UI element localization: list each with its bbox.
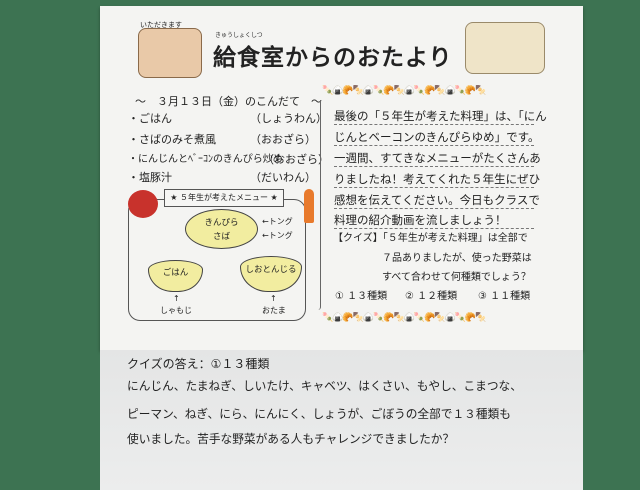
quiz-option: ① １３種類 xyxy=(335,291,388,302)
bowl-label: さば xyxy=(212,232,230,242)
menu-item: ・ごはん xyxy=(128,112,172,125)
answer-line: にんじん、たまねぎ、しいたけ、キャベツ、はくさい、もやし、こまつな、 xyxy=(127,379,522,393)
message-line: 料理の紹介動画を流しましょう！ xyxy=(334,212,534,229)
answer-sheet xyxy=(100,350,583,490)
answer-heading: クイズの答え：①１３種類 xyxy=(127,357,270,371)
menu-heading: ～ ３月１３日（金）のこんだて ～ xyxy=(135,95,322,108)
big-bowl: きんぴら さば xyxy=(185,209,258,249)
carrot-icon xyxy=(304,189,314,223)
quiz-line: すべて合わせて何種類でしょう？ xyxy=(382,272,531,283)
arrow-up-icon: ↑ xyxy=(173,294,180,303)
message-line: 感想を伝えてください。今日もクラスで xyxy=(334,193,540,209)
answer-line: ピーマン、ねぎ、にら、にんにく、しょうが、ごぼうの全部で１３種類も xyxy=(127,407,511,421)
food-border-decoration: 🍡🍙🥐🍢🍙🍡🥐🍢🍙🍡🥐🍢🍙🍡🥐🍢 xyxy=(322,313,486,323)
cooks-illustration xyxy=(465,22,545,74)
greeting-text: いただきます xyxy=(140,21,182,29)
quiz-line: ７品ありましたが、使った野菜は xyxy=(382,253,532,264)
message-line: りましたね！考えてくれた５年生にぜひ xyxy=(334,172,541,188)
menu-item: ・塩豚汁 xyxy=(128,171,172,184)
menu-dish: （おおざら） xyxy=(250,133,316,146)
message-line: 最後の「５年生が考えた料理」は、「にん xyxy=(334,109,547,125)
kids-eating-illustration xyxy=(138,28,202,78)
bowl-label: しおとんじる xyxy=(245,265,297,275)
tong-label: ←トング xyxy=(262,231,293,240)
menu-dish: （しょうわん） xyxy=(250,112,327,125)
message-line: じんとベーコンのきんぴらゆめ」です。 xyxy=(334,130,540,146)
answer-line: 使いました。苦手な野菜がある人もチャレンジできましたか？ xyxy=(127,432,455,446)
bowl-label: きんぴら xyxy=(204,218,239,228)
bowl-label: ごはん xyxy=(162,268,189,278)
page-title: 給食室からのおたより xyxy=(213,45,453,71)
quiz-option: ② １２種類 xyxy=(405,291,458,302)
tomato-icon xyxy=(128,190,158,218)
quiz-line: 【クイズ】「５年生が考えた料理」は全部で xyxy=(333,233,528,244)
menu-dish: （おおざら） xyxy=(263,153,329,166)
tong-label: ←トング xyxy=(262,217,293,226)
tool-label: しゃもじ xyxy=(160,306,192,315)
tool-label: おたま xyxy=(262,306,286,315)
right-panel-border xyxy=(318,100,321,310)
food-border-decoration: 🍡🍙🥐🍢🍙🍡🥐🍢🍙🍡🥐🍢🍙🍡🥐🍢 xyxy=(322,86,486,96)
message-line: 一週間、すてきなメニューがたくさんあ xyxy=(334,151,541,167)
title-ruby: きゅうしょくしつ xyxy=(215,32,263,39)
menu-item: ・にんじんとﾍﾞｰｺﾝのきんぴら炒め xyxy=(128,154,283,165)
menu-item: ・さばのみそ煮風 xyxy=(128,133,216,146)
menu-banner: ★ ５年生が考えたメニュー ★ xyxy=(164,189,284,207)
quiz-option: ③ １１種類 xyxy=(478,291,531,302)
arrow-up-icon: ↑ xyxy=(270,294,277,303)
menu-dish: （だいわん） xyxy=(250,171,316,184)
